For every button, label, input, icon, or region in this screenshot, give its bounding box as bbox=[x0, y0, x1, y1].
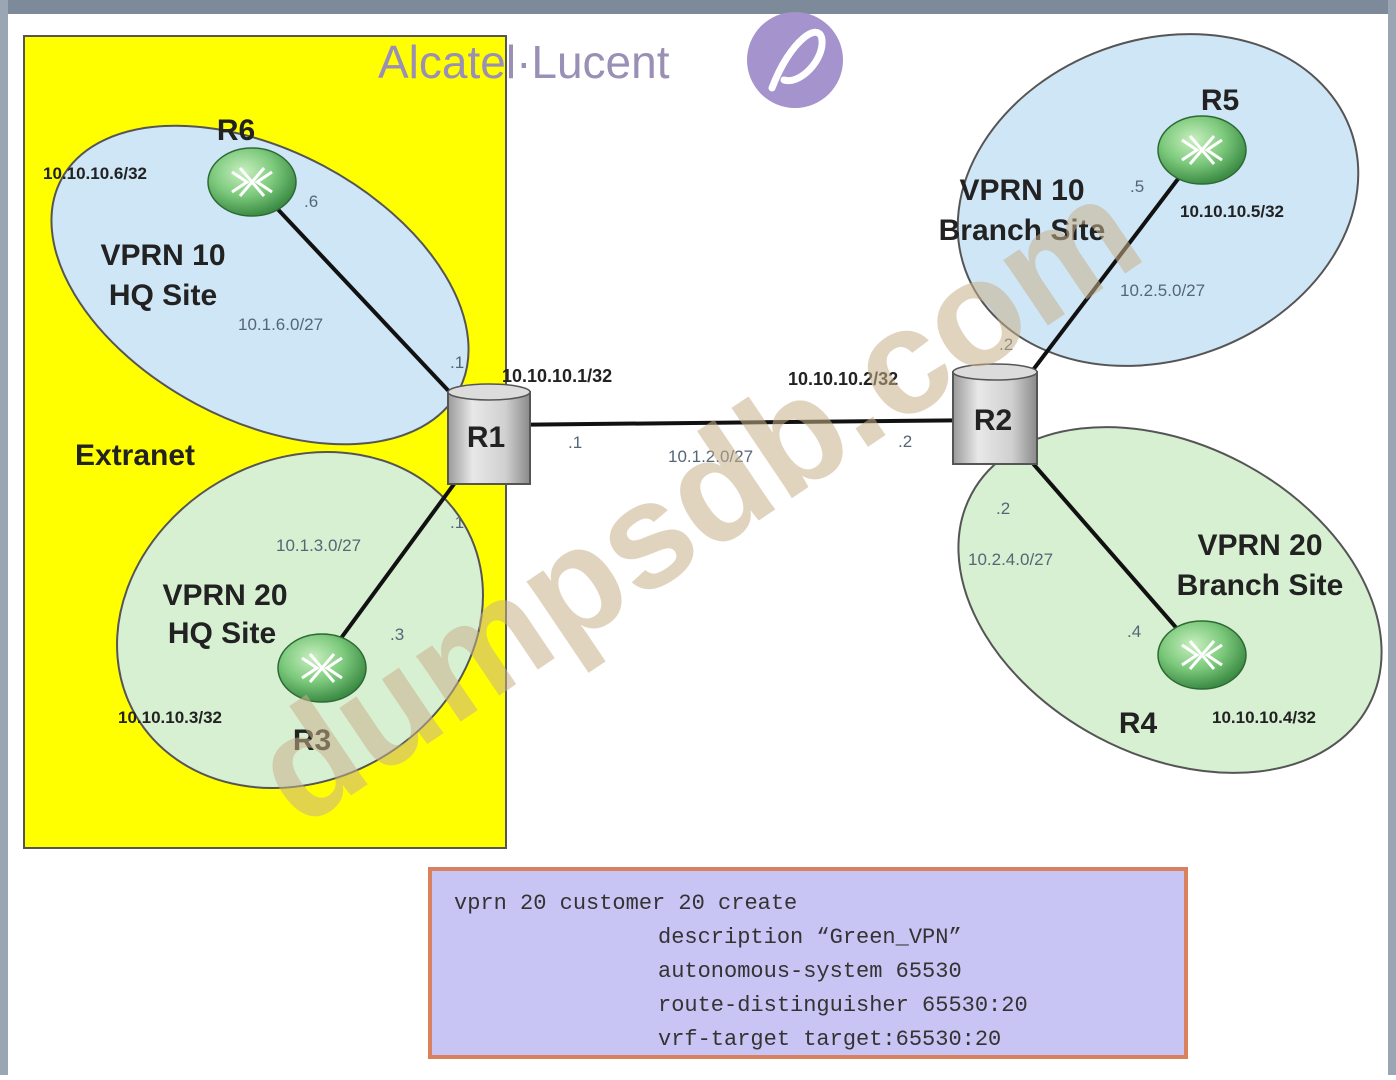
subnet-r1-r6: 10.1.6.0/27 bbox=[238, 315, 323, 334]
router-r3-icon bbox=[277, 633, 367, 703]
router-r6-loopback: 10.10.10.6/32 bbox=[43, 164, 147, 183]
router-r1-name: R1 bbox=[467, 421, 505, 454]
vprn10-hq-label-line2: HQ Site bbox=[109, 279, 217, 312]
vprn20-hq-site-ellipse bbox=[116, 450, 484, 790]
vprn20-hq-label-line1: VPRN 20 bbox=[162, 579, 287, 612]
router-r4-icon bbox=[1157, 620, 1247, 690]
router-r2-loopback: 10.10.10.2/32 bbox=[788, 369, 898, 389]
vprn10-branch-label-line2: Branch Site bbox=[939, 214, 1106, 247]
if-r5: .5 bbox=[1130, 177, 1144, 196]
router-r6-name: R6 bbox=[217, 114, 255, 147]
vprn10-hq-label-line1: VPRN 10 bbox=[100, 239, 225, 272]
config-line-1: vprn 20 customer 20 create bbox=[454, 891, 798, 916]
if-r2-to-r4: .2 bbox=[996, 499, 1010, 518]
frame-left bbox=[0, 0, 8, 1075]
config-code-box: vprn 20 customer 20 create description “… bbox=[428, 867, 1188, 1059]
vprn20-hq-label-line2: HQ Site bbox=[168, 617, 276, 650]
router-r2-name: R2 bbox=[974, 404, 1012, 437]
frame-right bbox=[1388, 0, 1396, 1075]
config-line-3: autonomous-system 65530 bbox=[658, 959, 962, 984]
if-r6: .6 bbox=[304, 192, 318, 211]
subnet-r1-r3: 10.1.3.0/27 bbox=[276, 536, 361, 555]
brand-logo-text: Alcatel·Lucent bbox=[378, 36, 670, 88]
router-r1-loopback: 10.10.10.1/32 bbox=[502, 366, 612, 386]
extranet-label: Extranet bbox=[75, 439, 195, 472]
if-r2-to-r5: .2 bbox=[999, 335, 1013, 354]
vprn10-branch-site-ellipse bbox=[956, 33, 1360, 367]
link-r1-r2 bbox=[489, 418, 996, 427]
subnet-r2-r5: 10.2.5.0/27 bbox=[1120, 281, 1205, 300]
router-r3-name: R3 bbox=[293, 724, 331, 757]
router-r4-name: R4 bbox=[1119, 707, 1158, 740]
config-line-2: description “Green_VPN” bbox=[658, 925, 962, 950]
vprn20-branch-label-line2: Branch Site bbox=[1177, 569, 1344, 602]
router-r3-loopback: 10.10.10.3/32 bbox=[118, 708, 222, 727]
subnet-r1-r2: 10.1.2.0/27 bbox=[668, 447, 753, 466]
if-r2-to-r1: .2 bbox=[898, 432, 912, 451]
vprn20-branch-label-line1: VPRN 20 bbox=[1197, 529, 1322, 562]
router-r1-icon bbox=[447, 383, 531, 485]
alcatel-lucent-logo-icon bbox=[747, 12, 843, 108]
if-r1-to-r3: .1 bbox=[450, 513, 464, 532]
if-r3: .3 bbox=[390, 625, 404, 644]
config-line-4: route-distinguisher 65530:20 bbox=[658, 993, 1028, 1018]
if-r1-to-r2: .1 bbox=[568, 433, 582, 452]
if-r1-to-r6: .1 bbox=[450, 353, 464, 372]
router-r6-icon bbox=[207, 147, 297, 217]
router-r4-loopback: 10.10.10.4/32 bbox=[1212, 708, 1316, 727]
frame-top bbox=[0, 0, 1396, 14]
router-r5-icon bbox=[1157, 115, 1247, 185]
router-r2-icon bbox=[952, 363, 1038, 465]
vprn20-branch-site-ellipse bbox=[957, 426, 1383, 774]
if-r4: .4 bbox=[1127, 622, 1141, 641]
router-r5-loopback: 10.10.10.5/32 bbox=[1180, 202, 1284, 221]
subnet-r2-r4: 10.2.4.0/27 bbox=[968, 550, 1053, 569]
router-r5-name: R5 bbox=[1201, 84, 1239, 117]
config-line-5: vrf-target target:65530:20 bbox=[658, 1027, 1002, 1052]
vprn10-branch-label-line1: VPRN 10 bbox=[959, 174, 1084, 207]
